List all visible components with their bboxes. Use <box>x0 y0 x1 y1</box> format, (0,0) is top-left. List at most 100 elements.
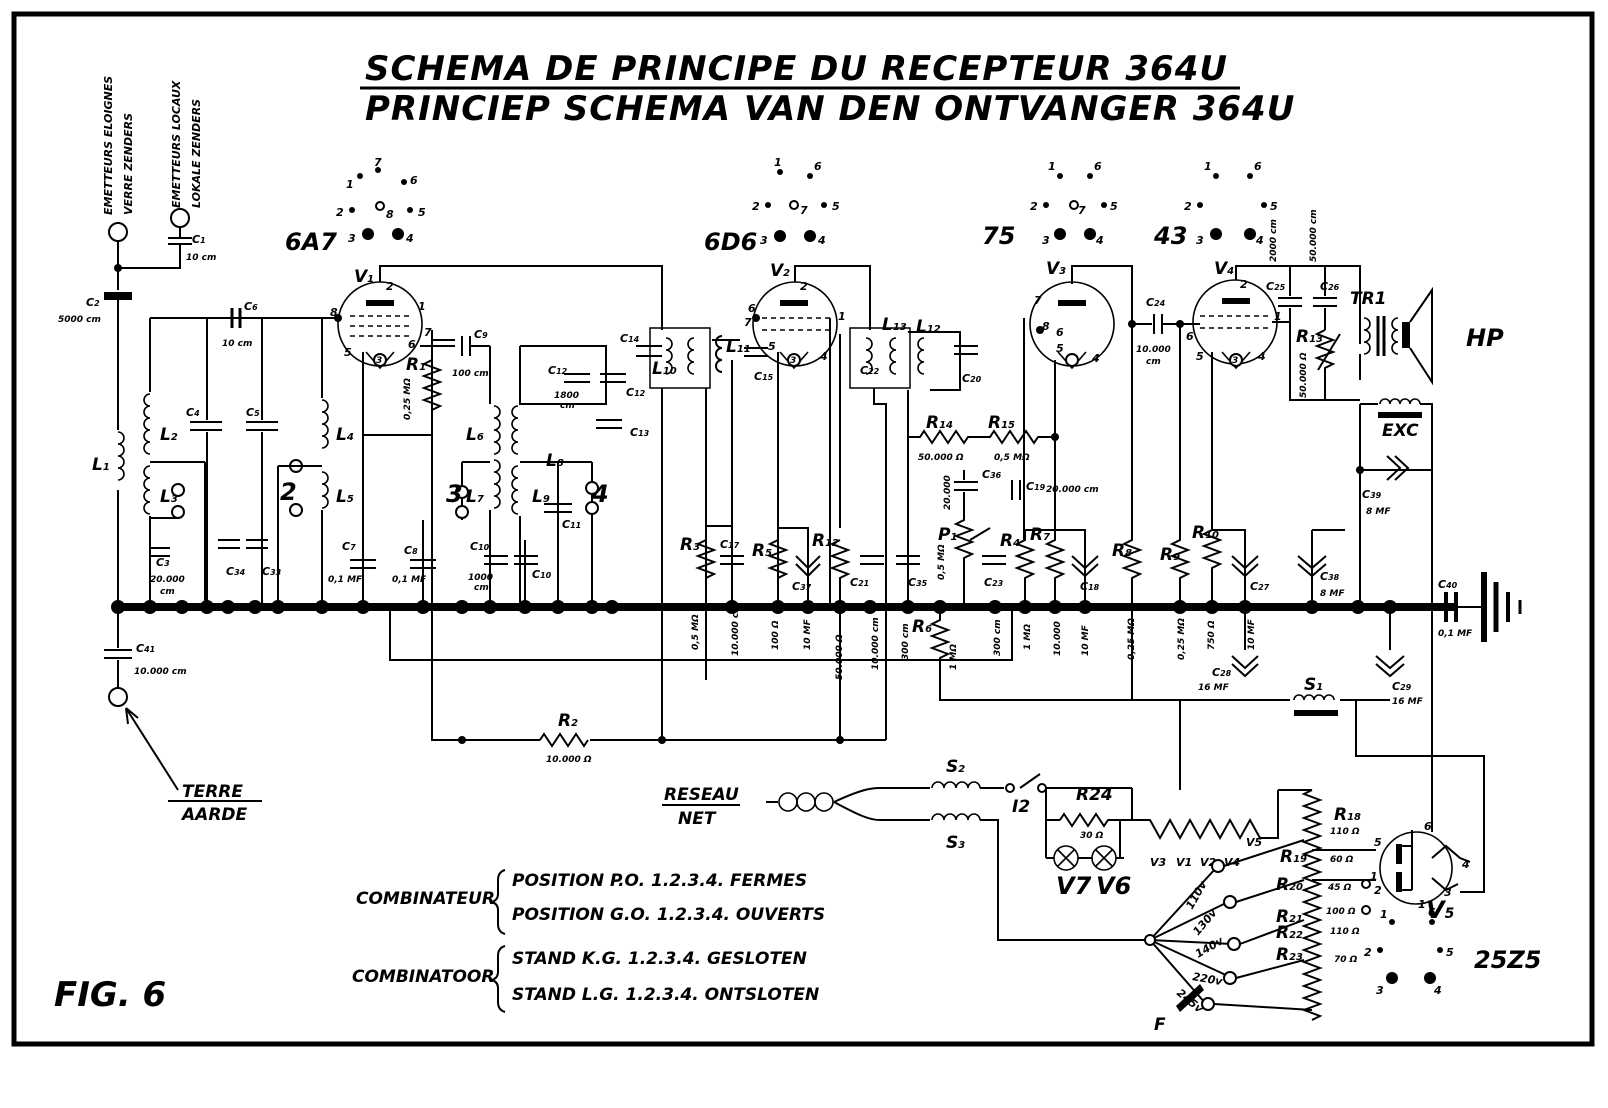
svg-text:10.000 cm: 10.000 cm <box>731 603 741 656</box>
svg-text:6: 6 <box>408 338 416 351</box>
pilot-lamp-v7: V7 <box>1056 872 1092 900</box>
antenna-far-nl: VERRE ZENDERS <box>122 113 135 215</box>
svg-text:20.000: 20.000 <box>150 575 185 585</box>
svg-text:5: 5 <box>1270 200 1278 213</box>
svg-text:C1: C1 <box>192 233 206 246</box>
svg-text:V1: V1 <box>354 267 374 287</box>
svg-text:6: 6 <box>1186 330 1194 343</box>
svg-text:110 Ω: 110 Ω <box>1330 827 1360 837</box>
svg-text:750 Ω: 750 Ω <box>1207 620 1217 650</box>
svg-text:4: 4 <box>817 234 826 247</box>
tube-v1: 6A7 V1 3 8 2 1 7 5 6 R1 0,25 MΩ C7 0,1 M… <box>285 228 663 607</box>
sheet-border <box>11 11 1595 1047</box>
tap-140: 140v <box>1193 934 1226 961</box>
combinator-fr-line-1: POSITION P.O. 1.2.3.4. FERMES <box>512 871 807 891</box>
svg-text:8 MF: 8 MF <box>1320 589 1345 599</box>
svg-text:4: 4 <box>819 350 828 363</box>
svg-text:8: 8 <box>1042 320 1050 333</box>
svg-text:S1: S1 <box>1304 675 1323 695</box>
title-line-2: PRINCIEP SCHEMA VAN DEN ONTVANGER 364U <box>365 89 1295 129</box>
svg-text:5: 5 <box>1110 200 1118 213</box>
svg-text:3: 3 <box>1042 234 1050 247</box>
svg-text:50.000 cm: 50.000 cm <box>1309 209 1319 262</box>
svg-text:10 cm: 10 cm <box>186 253 216 263</box>
svg-text:6: 6 <box>1428 906 1436 919</box>
svg-text:5: 5 <box>1196 350 1204 363</box>
svg-text:C25: C25 <box>1266 280 1286 293</box>
svg-text:16 MF: 16 MF <box>1392 697 1424 707</box>
svg-text:C5: C5 <box>246 406 260 419</box>
svg-text:R6: R6 <box>912 617 932 637</box>
svg-text:16 MF: 16 MF <box>1198 683 1230 693</box>
r24-label: R24 <box>1076 785 1113 805</box>
svg-text:2: 2 <box>386 280 394 293</box>
svg-text:1: 1 <box>1204 160 1212 173</box>
combinator-nl-line-1: STAND K.G. 1.2.3.4. GESLOTEN <box>512 949 807 969</box>
chassis-ground: C40 0,1 MF <box>1438 572 1522 642</box>
title-line-1: SCHEMA DE PRINCIPE DU RECEPTEUR 364U <box>365 49 1228 89</box>
svg-text:6: 6 <box>814 160 822 173</box>
svg-text:5000 cm: 5000 cm <box>58 315 101 325</box>
svg-text:50.000 Ω: 50.000 Ω <box>1299 352 1309 398</box>
svg-text:0,5 MΩ: 0,5 MΩ <box>994 453 1030 463</box>
svg-text:V3: V3 <box>1046 259 1066 279</box>
svg-text:5: 5 <box>1374 836 1382 849</box>
svg-text:0,25 MΩ: 0,25 MΩ <box>403 378 413 420</box>
svg-text:P1: P1 <box>938 525 957 545</box>
svg-text:5: 5 <box>832 200 840 213</box>
svg-text:C33: C33 <box>262 565 282 578</box>
svg-text:2: 2 <box>1364 946 1372 959</box>
svg-text:C10: C10 <box>470 540 490 553</box>
svg-text:C29: C29 <box>1392 680 1412 693</box>
svg-text:C34: C34 <box>226 565 246 578</box>
svg-text:C38: C38 <box>1320 570 1340 583</box>
svg-text:R15: R15 <box>988 413 1015 433</box>
svg-text:R10: R10 <box>1192 523 1219 543</box>
svg-text:10.000: 10.000 <box>1053 621 1063 656</box>
if-transformer-1: C14 L10 L11 C15 R3 0,5 MΩ C17 10.000 cm <box>620 327 774 740</box>
svg-text:3: 3 <box>446 480 463 508</box>
svg-text:10.000: 10.000 <box>1136 345 1171 355</box>
combinator-fr-label: COMBINATEUR <box>356 889 495 909</box>
tap-220: 220v <box>1191 970 1224 988</box>
svg-text:cm: cm <box>560 401 575 411</box>
svg-text:C20: C20 <box>962 372 982 385</box>
title-block: SCHEMA DE PRINCIPE DU RECEPTEUR 364U PRI… <box>360 49 1295 129</box>
svg-text:110 Ω: 110 Ω <box>1330 927 1360 937</box>
svg-text:4: 4 <box>1095 234 1104 247</box>
svg-text:1: 1 <box>418 300 426 313</box>
svg-text:R14: R14 <box>926 413 953 433</box>
svg-text:7: 7 <box>1078 204 1086 217</box>
svg-text:1 MΩ: 1 MΩ <box>949 644 959 670</box>
svg-text:5: 5 <box>344 346 352 359</box>
svg-text:1: 1 <box>1370 870 1378 883</box>
svg-text:L1: L1 <box>92 455 110 475</box>
svg-text:0,1 MF: 0,1 MF <box>328 575 363 585</box>
svg-text:R9: R9 <box>1160 545 1180 565</box>
svg-text:3: 3 <box>1376 984 1384 997</box>
svg-text:6: 6 <box>1094 160 1102 173</box>
svg-text:C12: C12 <box>626 386 646 399</box>
svg-text:C40: C40 <box>1438 578 1458 591</box>
svg-text:20.000: 20.000 <box>943 475 953 510</box>
svg-text:2: 2 <box>1374 884 1382 897</box>
rectifier-v5: 56 12 34 1 V5 <box>1370 470 1471 924</box>
switch-label: I2 <box>1012 797 1030 817</box>
svg-text:C11: C11 <box>562 518 581 531</box>
figure-label: FIG. 6 <box>54 975 166 1015</box>
svg-text:4: 4 <box>591 480 609 508</box>
svg-text:7: 7 <box>424 326 432 339</box>
svg-text:2: 2 <box>752 200 760 213</box>
svg-text:S2: S2 <box>946 757 965 777</box>
svg-text:R19: R19 <box>1280 847 1307 867</box>
svg-text:R12: R12 <box>812 531 839 551</box>
svg-text:L13: L13 <box>882 315 907 335</box>
svg-text:8: 8 <box>330 306 338 319</box>
svg-text:5: 5 <box>768 340 776 353</box>
tube-v4-type: 43 <box>1153 222 1187 250</box>
r24-value: 30 Ω <box>1080 831 1104 841</box>
svg-text:C12: C12 <box>548 364 568 377</box>
